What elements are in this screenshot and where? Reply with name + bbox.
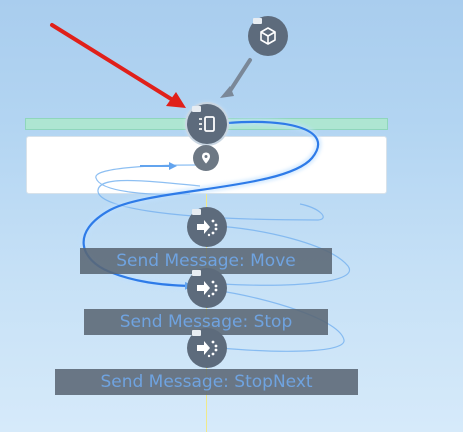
- connector-arrowhead: [220, 86, 234, 98]
- location-node[interactable]: [193, 145, 219, 171]
- node-badge: [192, 209, 201, 215]
- annotation-arrowhead: [166, 92, 186, 108]
- send-message-node[interactable]: [187, 328, 227, 368]
- loop-path: [97, 179, 324, 221]
- node-badge: [192, 270, 201, 276]
- cube-icon: [260, 27, 276, 45]
- annotation-arrow: [50, 23, 178, 104]
- mobile-device-icon: [199, 116, 215, 132]
- send-message-icon: [197, 340, 218, 358]
- node-badge: [253, 18, 262, 24]
- send-message-node[interactable]: [187, 207, 227, 247]
- send-message-icon: [197, 219, 218, 237]
- node-badge: [192, 106, 201, 112]
- message-label: Send Message: StopNext: [55, 369, 358, 395]
- loop-path: [213, 225, 351, 286]
- send-message-icon: [197, 280, 218, 298]
- map-pin-icon: [202, 152, 210, 164]
- send-message-node[interactable]: [187, 268, 227, 308]
- selected-device-node[interactable]: [187, 104, 227, 144]
- cube-node[interactable]: [248, 16, 288, 56]
- swirl-path: [82, 120, 320, 290]
- node-badge: [192, 330, 201, 336]
- loop-path: [213, 289, 345, 352]
- connector-line: [226, 58, 252, 96]
